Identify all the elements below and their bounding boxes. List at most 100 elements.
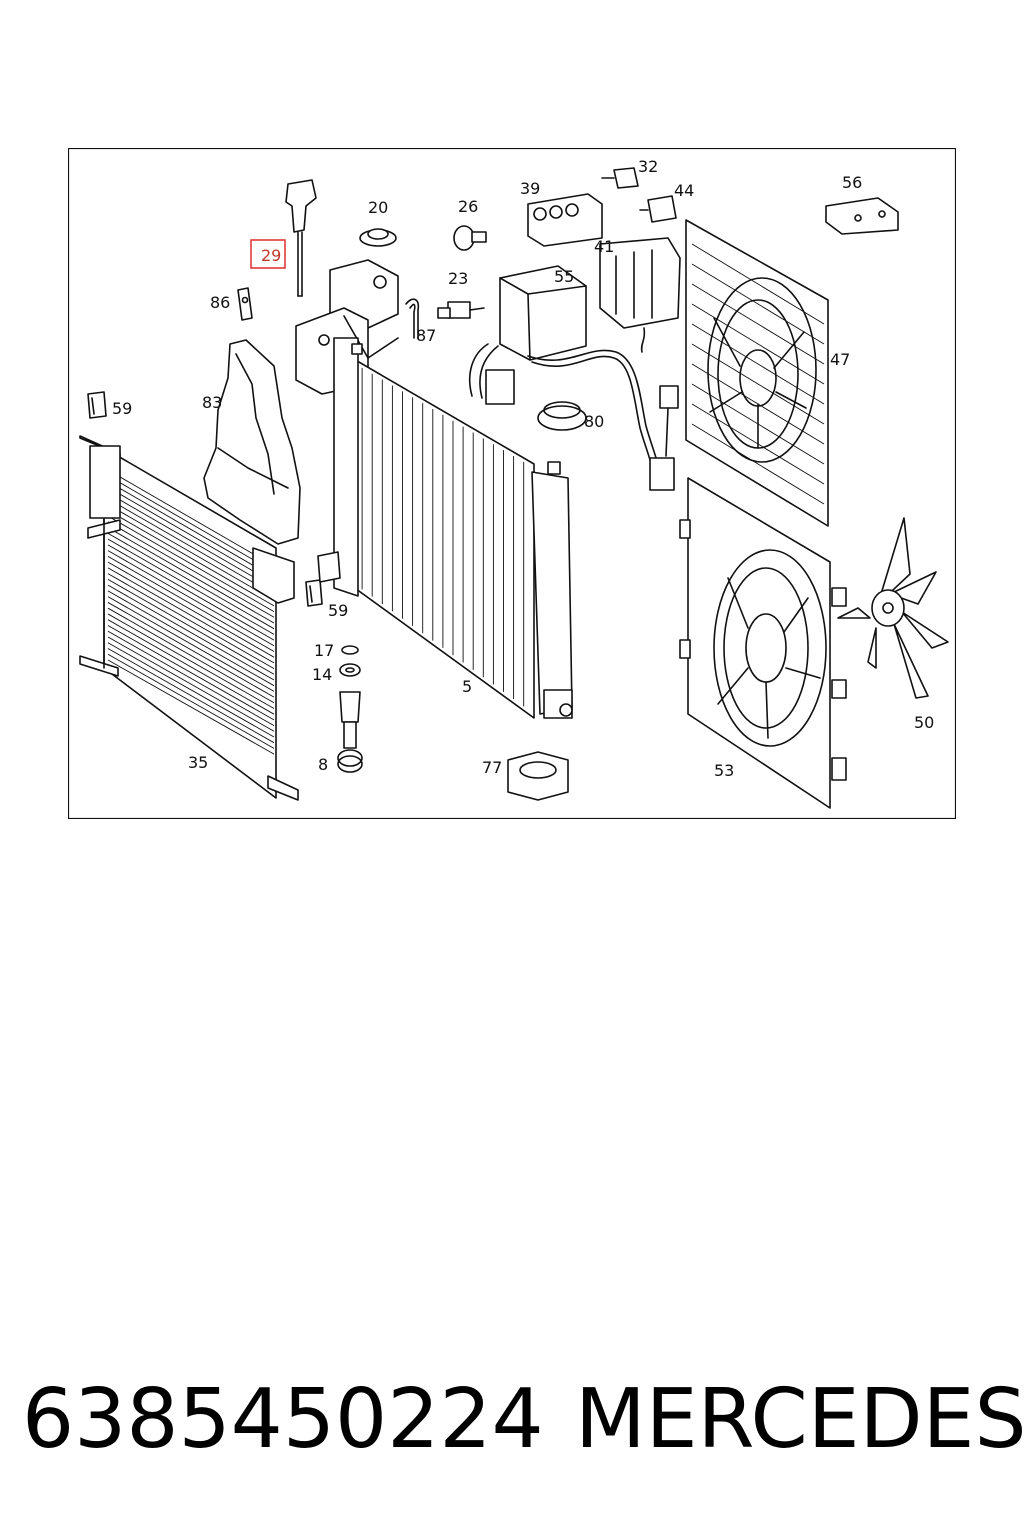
callout-26[interactable]: 26 — [458, 197, 478, 216]
highlight-box-part-29 — [250, 239, 286, 269]
footer: 6385450224 MERCEDES — [0, 1370, 1024, 1470]
sensor-part-29[interactable] — [285, 179, 317, 297]
condenser-part-35[interactable] — [79, 435, 299, 801]
drawing-hatch-line — [691, 403, 825, 485]
drawing-hatch-line — [107, 509, 275, 607]
callout-8[interactable]: 8 — [318, 755, 328, 774]
callout-44[interactable]: 44 — [674, 181, 694, 200]
callout-53[interactable]: 53 — [714, 761, 734, 780]
drawing-hatch-line — [107, 504, 275, 601]
fitting-part-26[interactable] — [453, 225, 487, 251]
drawing-hatch-line — [107, 515, 275, 612]
drawing-hatch-line — [107, 532, 275, 630]
connector-part-39[interactable] — [527, 193, 603, 247]
callout-35[interactable]: 35 — [188, 753, 208, 772]
callout-47[interactable]: 47 — [830, 350, 850, 369]
fan-shroud-part-47[interactable] — [685, 219, 829, 527]
drawing-hatch-line — [691, 283, 825, 365]
o-ring-part-17[interactable] — [341, 645, 359, 655]
callout-87[interactable]: 87 — [416, 326, 436, 345]
callout-56[interactable]: 56 — [842, 173, 862, 192]
callout-29[interactable]: 29 — [261, 246, 281, 265]
drawing-hatch-line — [107, 561, 275, 658]
callout-41[interactable]: 41 — [594, 237, 614, 256]
drawing-hatch-line — [691, 263, 825, 345]
control-unit-part-55[interactable] — [468, 265, 679, 491]
clip-part-59-center[interactable] — [305, 579, 323, 607]
washer-part-14[interactable] — [339, 663, 361, 677]
drawing-hatch-line — [691, 303, 825, 385]
drawing-hatch-line — [107, 613, 275, 709]
callout-14[interactable]: 14 — [312, 665, 332, 684]
drawing-hatch-line — [107, 625, 275, 721]
drawing-hatch-line — [107, 498, 275, 595]
callout-17[interactable]: 17 — [314, 641, 334, 660]
drawing-hatch-line — [691, 423, 825, 505]
drawing-hatch-line — [107, 648, 275, 744]
callout-50[interactable]: 50 — [914, 713, 934, 732]
radiator-part-5[interactable] — [317, 337, 573, 719]
drawing-hatch-line — [691, 363, 825, 445]
brand-name: MERCEDES — [575, 1372, 1024, 1467]
callout-83[interactable]: 83 — [202, 393, 222, 412]
drawing-hatch-line — [107, 579, 275, 675]
callout-59-left[interactable]: 59 — [112, 399, 132, 418]
hose-part-87[interactable] — [405, 298, 420, 339]
drawing-hatch-line — [107, 642, 275, 738]
callout-32[interactable]: 32 — [638, 157, 658, 176]
drawing-hatch-line — [691, 343, 825, 425]
drawing-hatch-line — [107, 573, 275, 669]
part-number: 6385450224 — [22, 1372, 544, 1467]
drawing-hatch-line — [107, 550, 275, 647]
callout-55[interactable]: 55 — [554, 267, 574, 286]
drawing-hatch-line — [107, 555, 275, 652]
drawing-hatch-line — [107, 567, 275, 664]
callout-5[interactable]: 5 — [462, 677, 472, 696]
drawing-hatch-line — [107, 521, 275, 618]
drain-plug-part-8[interactable] — [337, 691, 363, 773]
relay-part-32[interactable] — [601, 167, 639, 189]
callout-80[interactable]: 80 — [584, 412, 604, 431]
fan-part-50[interactable] — [837, 517, 949, 699]
drawing-hatch-line — [107, 492, 275, 590]
parts-diagram: 29 20 26 39 32 44 56 86 23 55 41 87 47 8… — [68, 148, 956, 819]
drawing-hatch-line — [107, 653, 275, 749]
drawing-hatch-line — [691, 323, 825, 405]
drawing-hatch-line — [107, 636, 275, 732]
clip-part-59-left[interactable] — [87, 391, 107, 419]
bracket-part-56[interactable] — [825, 197, 899, 235]
drawing-hatch-line — [107, 469, 275, 567]
air-duct-part-83[interactable] — [203, 339, 301, 545]
drawing-hatch-line — [107, 475, 275, 573]
relay-part-44[interactable] — [639, 195, 677, 223]
drawing-hatch-line — [107, 486, 275, 584]
bushing-part-77[interactable] — [507, 751, 569, 801]
drawing-hatch-line — [107, 544, 275, 641]
drawing-hatch-line — [107, 659, 275, 755]
control-module-part-41[interactable] — [599, 237, 681, 353]
drawing-hatch-line — [107, 596, 275, 692]
grommet-part-80[interactable] — [537, 401, 587, 431]
drawing-hatch-line — [107, 619, 275, 715]
drawing-hatch-line — [107, 630, 275, 726]
callout-86[interactable]: 86 — [210, 293, 230, 312]
callout-20[interactable]: 20 — [368, 198, 388, 217]
drawing-hatch-line — [107, 602, 275, 698]
drawing-hatch-line — [691, 383, 825, 465]
cap-part-20[interactable] — [359, 228, 397, 247]
drawing-hatch-line — [691, 243, 825, 325]
bracket-part-86[interactable] — [237, 287, 253, 321]
fan-shroud-part-53[interactable] — [679, 477, 847, 809]
drawing-hatch-line — [107, 527, 275, 624]
drawing-hatch-line — [107, 584, 275, 681]
callout-39[interactable]: 39 — [520, 179, 540, 198]
drawing-hatch-line — [107, 590, 275, 687]
callout-59-center[interactable]: 59 — [328, 601, 348, 620]
drawing-hatch-line — [107, 607, 275, 704]
drawing-hatch-line — [107, 481, 275, 578]
callout-77[interactable]: 77 — [482, 758, 502, 777]
drawing-hatch-line — [107, 538, 275, 635]
parts-diagram-drawing: 29 20 26 39 32 44 56 86 23 55 41 87 47 8… — [68, 148, 956, 819]
callout-23[interactable]: 23 — [448, 269, 468, 288]
temperature-switch-part-23[interactable] — [437, 301, 485, 319]
